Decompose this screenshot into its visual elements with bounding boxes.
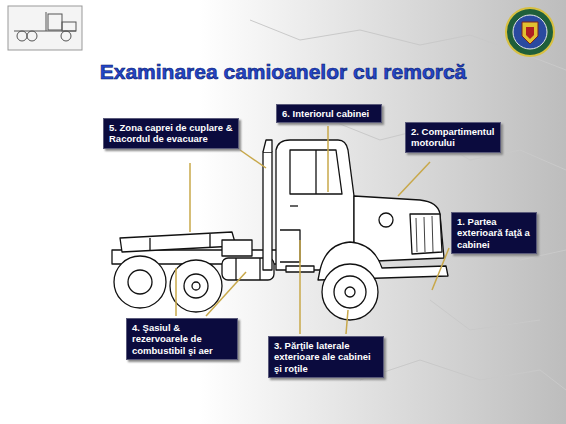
slide-title: Examinarea camioanelor cu remorcă (0, 60, 566, 84)
leader-line (327, 126, 329, 192)
callout-box: 2. Compartimentul motorului (405, 122, 501, 153)
callout-label: 4. Şasiul & rezervoarele de combustibil … (132, 322, 232, 356)
callout-box: 4. Şasiul & rezervoarele de combustibil … (126, 318, 238, 360)
leader-line (206, 272, 246, 316)
leader-line (299, 240, 301, 334)
callout-box: 3. Părţile laterale exterioare ale cabin… (268, 336, 384, 378)
leader-line (175, 268, 177, 316)
callout-label: 3. Părţile laterale exterioare ale cabin… (274, 340, 378, 374)
leader-line (398, 162, 430, 196)
leader-line (346, 310, 348, 334)
callout-label: 6. Interiorul cabinei (282, 108, 376, 119)
callout-label: 5. Zona caprei de cuplare & Racordul de … (109, 122, 233, 145)
emblem (506, 8, 554, 56)
callout-box: 1. Partea exterioară faţă a cabinei (451, 212, 537, 254)
truck-icon (8, 6, 82, 50)
leader-line (240, 150, 266, 168)
truck-illustration (112, 140, 448, 320)
callout-box: 5. Zona caprei de cuplare & Racordul de … (103, 118, 239, 149)
callout-label: 2. Compartimentul motorului (411, 126, 495, 149)
callout-box: 6. Interiorul cabinei (276, 104, 382, 123)
callout-label: 1. Partea exterioară faţă a cabinei (457, 216, 531, 250)
leader-line (432, 248, 449, 290)
leader-lines (176, 126, 449, 334)
leader-line (189, 163, 191, 232)
